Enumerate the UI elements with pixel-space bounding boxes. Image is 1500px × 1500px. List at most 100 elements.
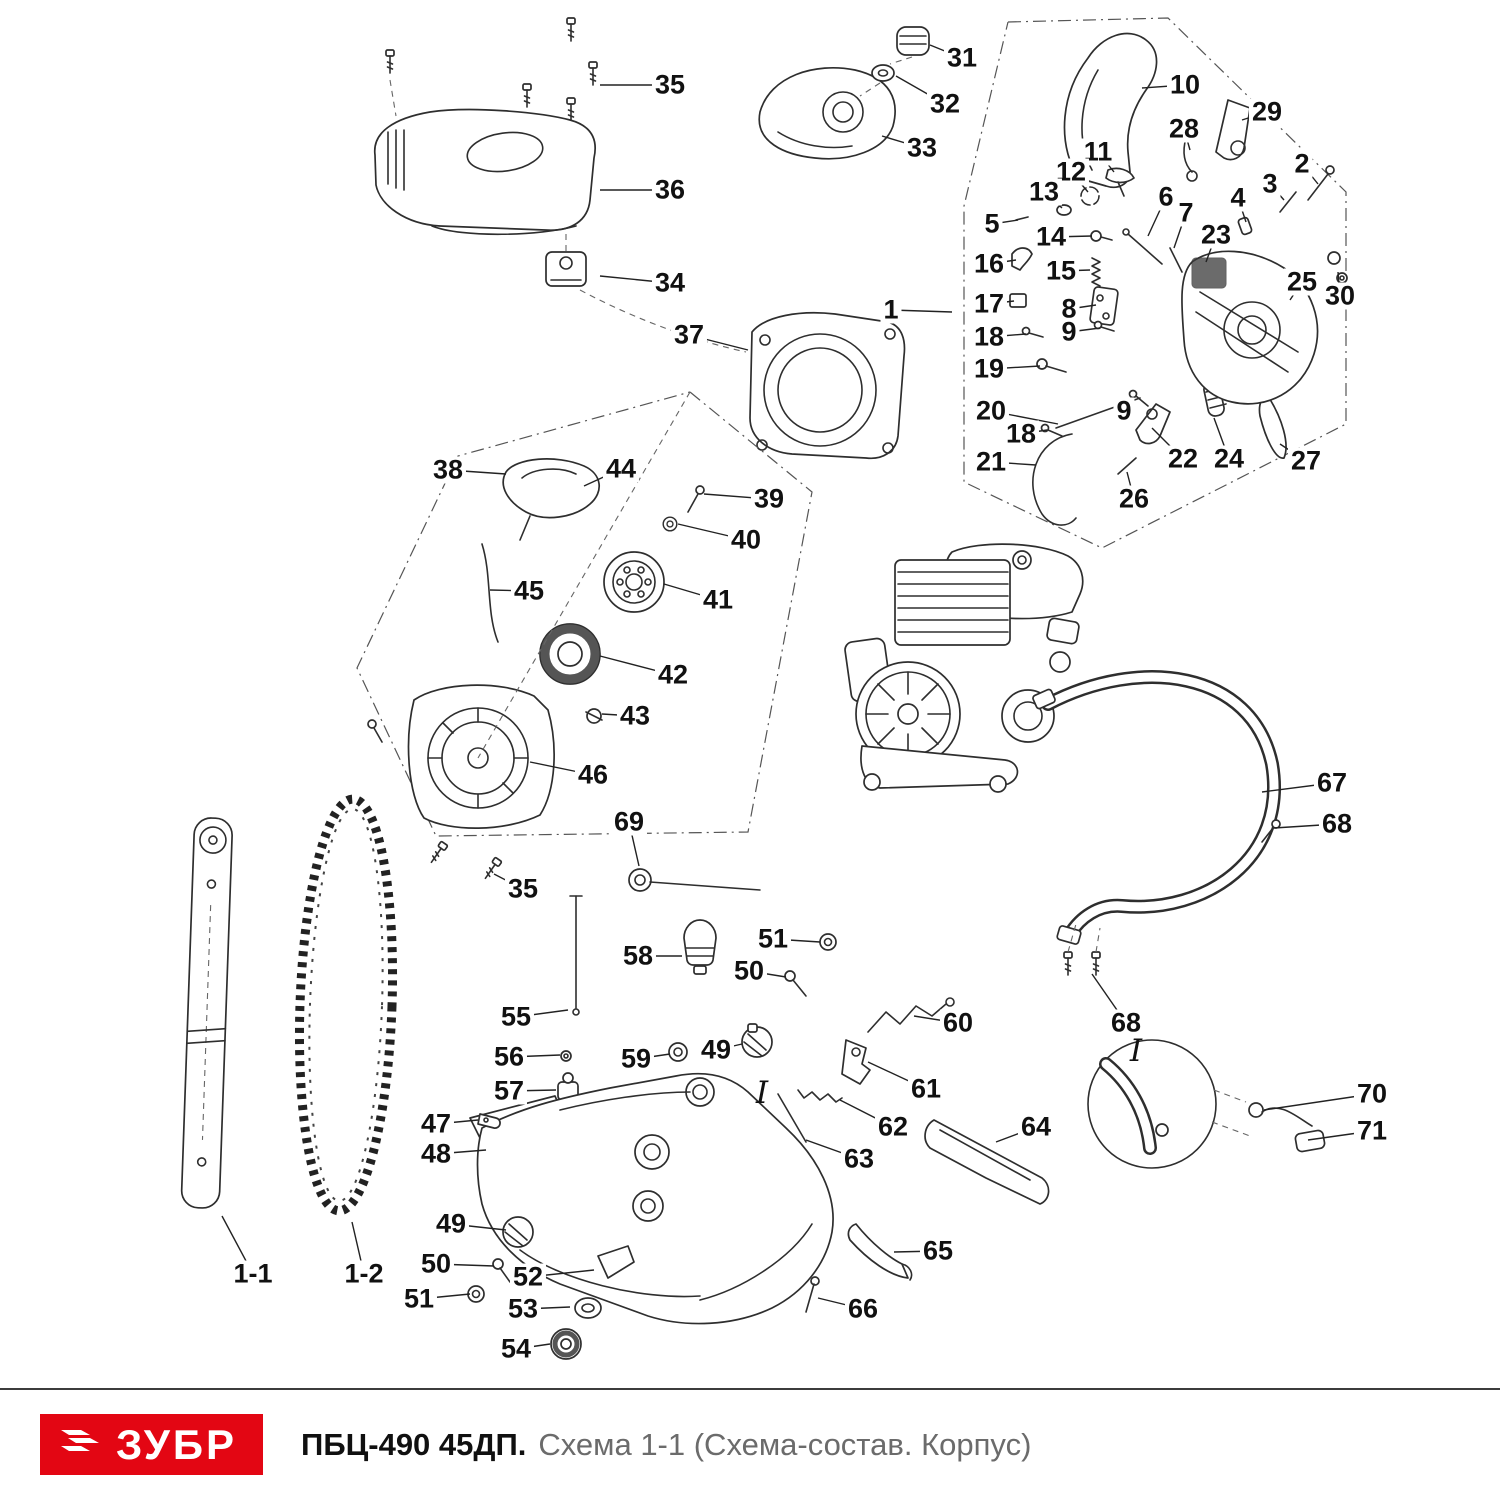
part-callout-27: 27 <box>1287 447 1325 475</box>
part-callout-8: 8 <box>1058 295 1080 323</box>
part-callout-9: 9 <box>1113 397 1135 425</box>
part-callout-1: 1 <box>880 296 902 324</box>
part-callout-51: 51 <box>400 1285 438 1313</box>
part-callout-66: 66 <box>844 1295 882 1323</box>
fan-housing-37-drawing <box>749 311 906 460</box>
part-callout-65: 65 <box>919 1237 957 1265</box>
part-callout-63: 63 <box>840 1145 878 1173</box>
part-callout-60: 60 <box>939 1009 977 1037</box>
part-callout-55: 55 <box>497 1003 535 1031</box>
engine-drawing <box>844 543 1084 793</box>
part-callout-15: 15 <box>1042 257 1080 285</box>
part-callout-48: 48 <box>417 1140 455 1168</box>
rear-handle-67-drawing <box>1032 670 1281 976</box>
part-callout-61: 61 <box>907 1075 945 1103</box>
part-callout-33: 33 <box>903 134 941 162</box>
part-callout-6: 6 <box>1155 183 1177 211</box>
part-callout-49: 49 <box>697 1036 735 1064</box>
part-callout-14: 14 <box>1032 223 1070 251</box>
part-callout-23: 23 <box>1197 221 1235 249</box>
part-callout-52: 52 <box>509 1263 547 1291</box>
part-callout-64: 64 <box>1017 1113 1055 1141</box>
part-callout-54: 54 <box>497 1335 535 1363</box>
brand-name: ЗУБР <box>116 1420 238 1468</box>
part-callout-20: 20 <box>972 397 1010 425</box>
part-callout-59: 59 <box>617 1045 655 1073</box>
part-callout-69: 69 <box>610 808 648 836</box>
part-callout-5: 5 <box>981 210 1003 238</box>
part-callout-16: 16 <box>970 250 1008 278</box>
part-callout-49: 49 <box>432 1210 470 1238</box>
brake-assembly-drawing <box>963 17 1348 549</box>
air-filter-cover-drawing <box>758 26 930 160</box>
part-callout-12: 12 <box>1052 158 1090 186</box>
part-callout-9: 9 <box>1058 318 1080 346</box>
part-callout-42: 42 <box>654 661 692 689</box>
part-callout-44: 44 <box>602 455 640 483</box>
part-callout-17: 17 <box>970 290 1008 318</box>
diagram-caption: ПБЦ-490 45ДП. Схема 1-1 (Схема-состав. Ко… <box>301 1427 1031 1463</box>
tank-assembly-drawing <box>467 1072 1050 1360</box>
carb-linkage-parts-drawing <box>628 868 955 1143</box>
part-callout-38: 38 <box>429 456 467 484</box>
part-callout-41: 41 <box>699 586 737 614</box>
part-callout-37: 37 <box>670 321 708 349</box>
part-callout-1-2: 1-2 <box>341 1260 387 1288</box>
part-callout-19: 19 <box>970 355 1008 383</box>
part-callout-28: 28 <box>1165 115 1203 143</box>
detail-marker-I: I <box>1129 1033 1143 1069</box>
part-callout-46: 46 <box>574 761 612 789</box>
zubr-arrow-icon <box>58 1423 104 1466</box>
part-callout-4: 4 <box>1227 184 1249 212</box>
part-callout-32: 32 <box>926 90 964 118</box>
part-callout-3: 3 <box>1259 170 1281 198</box>
part-callout-13: 13 <box>1025 178 1063 206</box>
chain-drawing <box>294 794 398 1216</box>
part-callout-68: 68 <box>1318 810 1356 838</box>
part-callout-39: 39 <box>750 485 788 513</box>
guide-bar-drawing <box>180 817 233 1209</box>
part-callout-1-1: 1-1 <box>230 1260 276 1288</box>
part-callout-35: 35 <box>651 71 689 99</box>
part-callout-57: 57 <box>490 1077 528 1105</box>
part-callout-67: 67 <box>1313 769 1351 797</box>
part-callout-18: 18 <box>970 323 1008 351</box>
part-callout-26: 26 <box>1115 485 1153 513</box>
footer-divider <box>0 1388 1500 1390</box>
part-34-drawing <box>545 234 747 353</box>
part-callout-71: 71 <box>1353 1117 1391 1145</box>
part-callout-7: 7 <box>1175 199 1197 227</box>
part-callout-31: 31 <box>943 44 981 72</box>
part-callout-50: 50 <box>417 1250 455 1278</box>
part-callout-34: 34 <box>651 269 689 297</box>
zubr-logo: ЗУБР <box>40 1414 264 1475</box>
detail-view-drawing <box>1087 1039 1326 1169</box>
part-callout-56: 56 <box>490 1043 528 1071</box>
starter-assembly-drawing <box>356 391 813 837</box>
part-callout-30: 30 <box>1321 282 1359 310</box>
part-callout-10: 10 <box>1166 71 1204 99</box>
part-callout-36: 36 <box>651 176 689 204</box>
part-callout-18: 18 <box>1002 420 1040 448</box>
part-callout-62: 62 <box>874 1113 912 1141</box>
part-callout-45: 45 <box>510 577 548 605</box>
model-name: ПБЦ-490 45ДП. <box>301 1426 527 1462</box>
part-callout-58: 58 <box>619 942 657 970</box>
part-callout-68: 68 <box>1107 1009 1145 1037</box>
part-callout-2: 2 <box>1291 150 1313 178</box>
part-callout-22: 22 <box>1164 445 1202 473</box>
part-callout-51: 51 <box>754 925 792 953</box>
part-callout-21: 21 <box>972 448 1010 476</box>
part-callout-29: 29 <box>1248 98 1286 126</box>
schema-subtitle: Схема 1-1 (Схема-состав. Корпус) <box>538 1426 1032 1462</box>
detail-marker-I: I <box>755 1075 769 1111</box>
part-callout-25: 25 <box>1283 268 1321 296</box>
part-callout-53: 53 <box>504 1295 542 1323</box>
part-callout-35: 35 <box>504 875 542 903</box>
part-callout-24: 24 <box>1210 445 1248 473</box>
part-callout-50: 50 <box>730 957 768 985</box>
part-callout-43: 43 <box>616 702 654 730</box>
cylinder-cover-36-drawing <box>374 108 596 236</box>
